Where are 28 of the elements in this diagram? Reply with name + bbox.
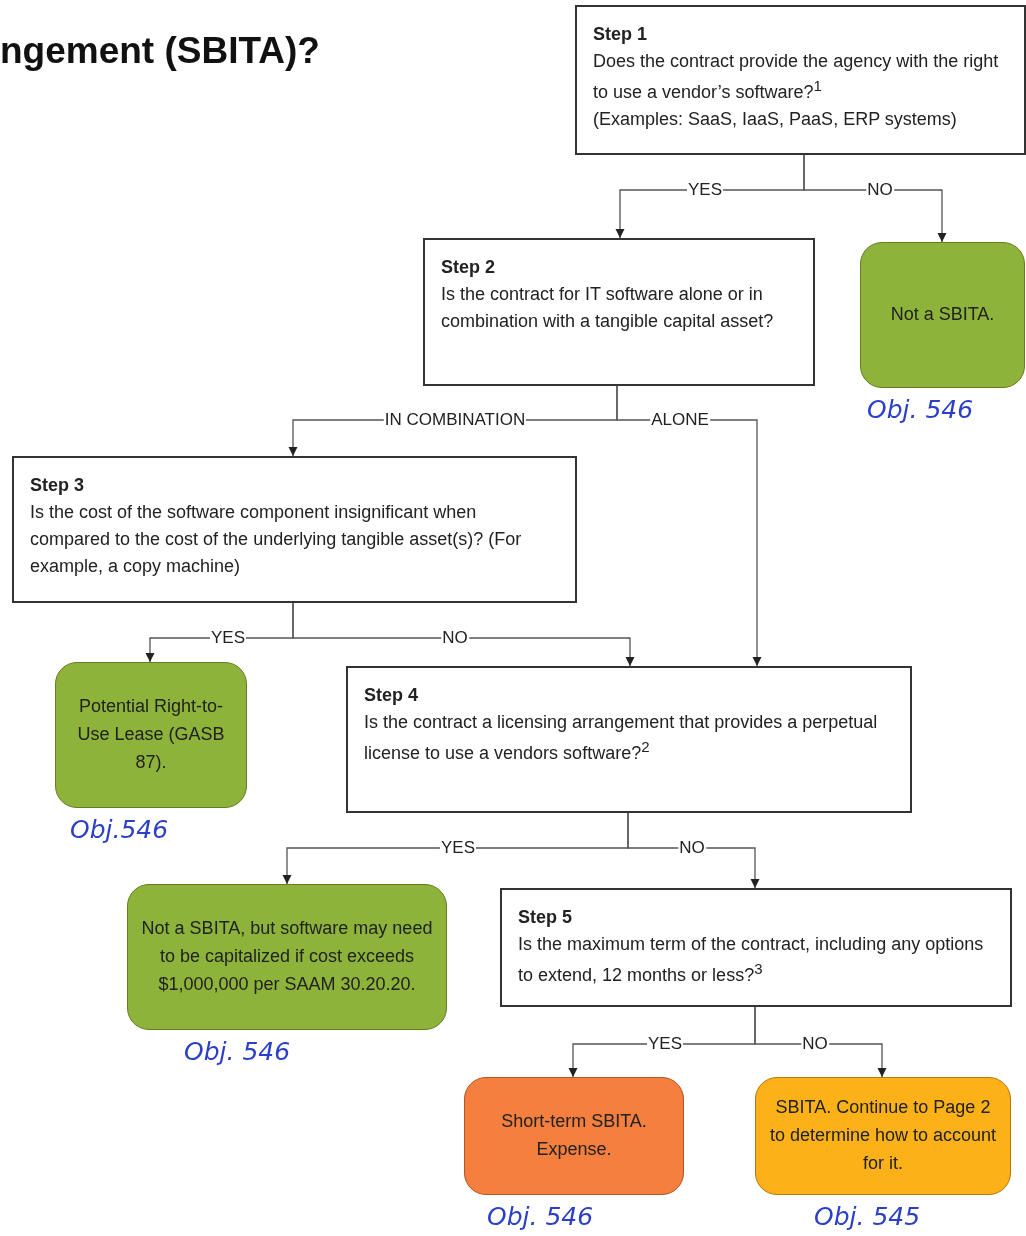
handwritten-note: Obj. 545 <box>814 1201 921 1233</box>
outcome-text: Short-term SBITA. Expense. <box>500 1110 648 1161</box>
question-box <box>423 238 815 386</box>
question-box <box>500 888 1012 1007</box>
outcome-text: Potential Right-to-Use Lease (GASB 87). <box>76 695 226 774</box>
handwritten-note: Obj. 546 <box>867 394 974 426</box>
step-heading: Step 4 <box>364 684 420 707</box>
question-text: (Examples: SaaS, IaaS, PaaS, ERP systems) <box>593 108 958 131</box>
step-heading: Step 1 <box>593 23 649 46</box>
question-box <box>346 666 912 813</box>
question-text: Is the cost of the software component insignificant when compared to the cost of the underlying tangible asset(s)? (For example, a copy machine) <box>30 501 523 578</box>
question-box <box>575 5 1026 155</box>
question-text: Is the contract for IT software alone or in combination with a tangible capital asset? <box>441 283 775 333</box>
handwritten-note: Obj. 546 <box>184 1036 291 1068</box>
step-heading: Step 2 <box>441 256 497 279</box>
question-text: Does the contract provide the agency with the right to use a vendor’s software?$^{1}$ <box>593 50 1000 104</box>
outcome-text: Not a SBITA. <box>890 303 995 327</box>
arrow <box>292 602 635 667</box>
question-text: Is the maximum term of the contract, including any options to extend, 12 months or less?$^{3}$ <box>518 933 985 987</box>
question-box <box>12 456 577 603</box>
handwritten-note: Obj. 546 <box>487 1201 594 1233</box>
step-heading: Step 3 <box>30 474 86 497</box>
title: ngement (SBITA)? <box>0 30 320 72</box>
outcome-text: SBITA. Continue to Page 2 to determine how to account for it. <box>768 1096 998 1175</box>
handwritten-note: Obj.546 <box>70 814 169 846</box>
outcome-text: Not a SBITA, but software may need to be capitalized if cost exceeds $1,000,000 per SAAM 30.20.20. <box>140 917 434 996</box>
step-heading: Step 5 <box>518 906 574 929</box>
question-text: Is the contract a licensing arrangement that provides a perpetual license to use a vendors software?$^{2}$ <box>364 711 879 765</box>
